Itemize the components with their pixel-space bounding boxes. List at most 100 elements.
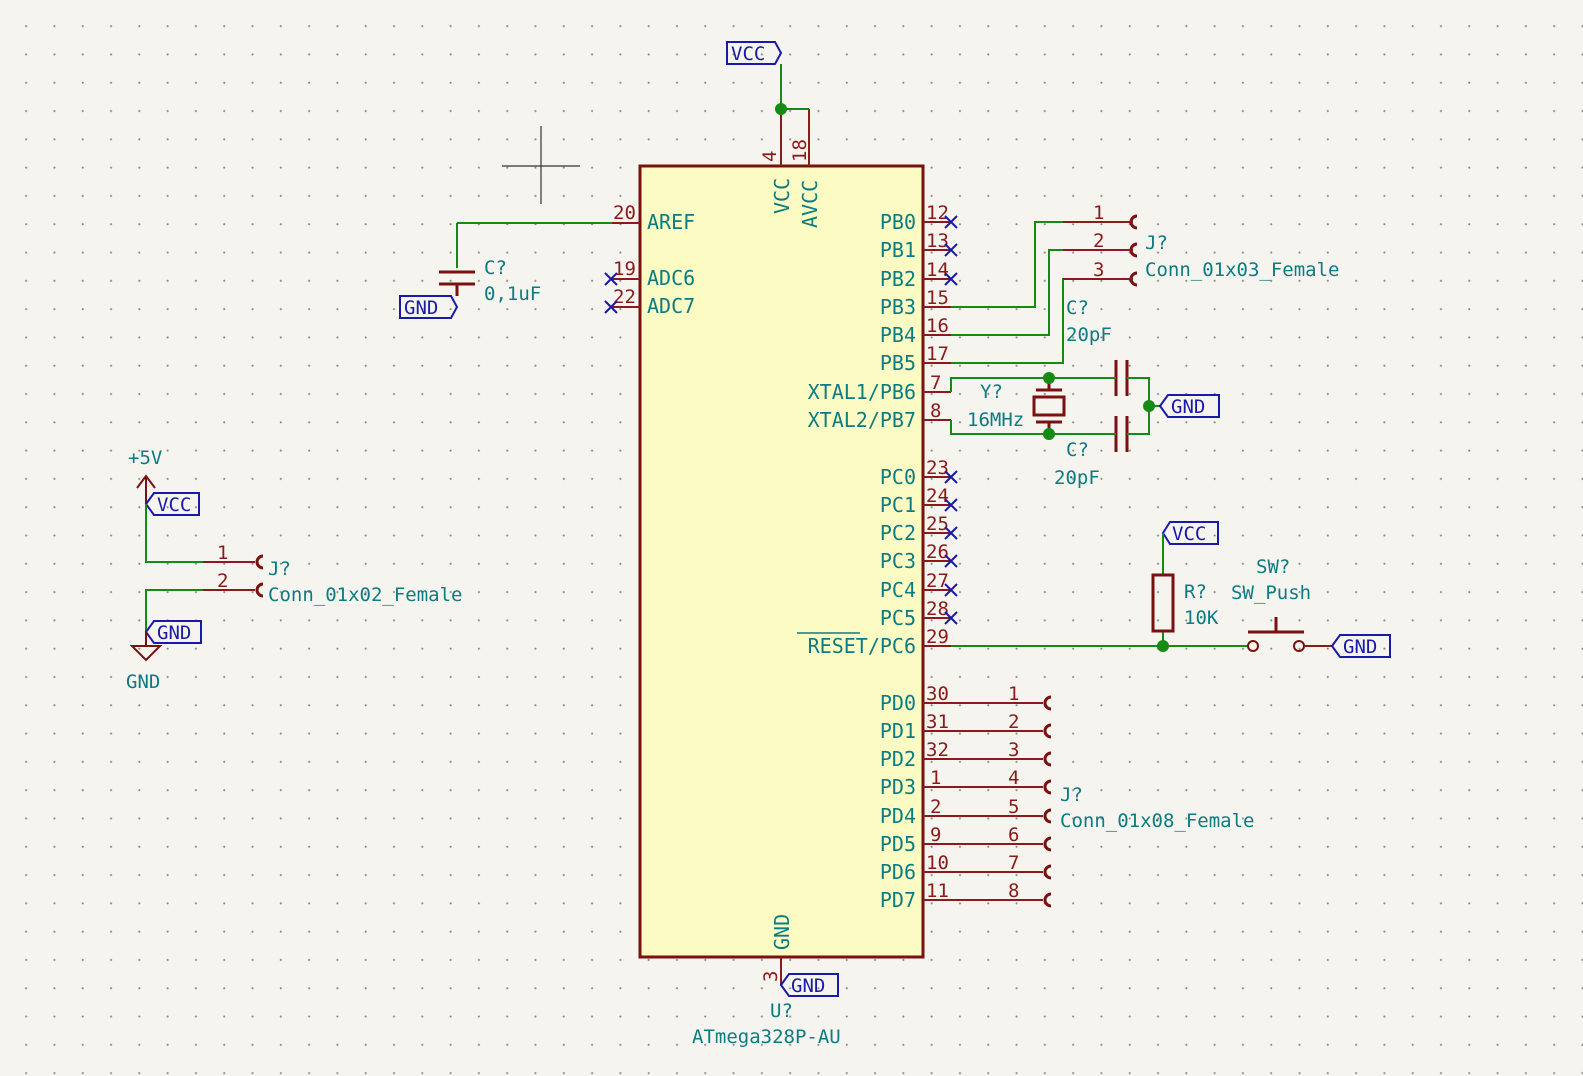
pin-number: 1 bbox=[1008, 683, 1019, 705]
no-connect-icon bbox=[944, 215, 958, 625]
pin-number: 3 bbox=[1008, 739, 1019, 761]
pin-name-gnd: GND bbox=[770, 914, 794, 950]
pin-name-reset: RESET/PC6 bbox=[808, 634, 916, 658]
pin-name-pb1: PB1 bbox=[880, 238, 916, 262]
pin-name-pb3: PB3 bbox=[880, 295, 916, 319]
connector-8pin[interactable] bbox=[951, 695, 1052, 908]
crystal-value: 16MHz bbox=[967, 409, 1024, 431]
pin-name-pc0: PC0 bbox=[880, 465, 916, 489]
connector-2pin[interactable] bbox=[203, 554, 264, 598]
capacitor-aref[interactable] bbox=[439, 270, 475, 296]
conn2-ref: J? bbox=[268, 558, 291, 580]
pin-name-pb4: PB4 bbox=[880, 323, 916, 347]
capacitor-xtal2[interactable] bbox=[1110, 416, 1133, 452]
resistor-ref: R? bbox=[1184, 581, 1207, 603]
svg-text:GND: GND bbox=[791, 975, 825, 997]
push-switch[interactable] bbox=[1247, 617, 1332, 652]
pin-number: 3 bbox=[760, 971, 782, 982]
cap-x1-value: 20pF bbox=[1066, 324, 1112, 346]
pin-number: 29 bbox=[926, 626, 949, 648]
pin-number: 18 bbox=[789, 139, 811, 162]
pin-number: 17 bbox=[926, 343, 949, 365]
pin-name-pd2: PD2 bbox=[880, 747, 916, 771]
svg-text:VCC: VCC bbox=[157, 494, 191, 516]
gnd-label-power[interactable]: GND bbox=[144, 620, 202, 644]
pin-name-pc3: PC3 bbox=[880, 549, 916, 573]
pin-number: 12 bbox=[926, 202, 949, 224]
pin-number: 1 bbox=[217, 542, 228, 564]
mcu-body[interactable] bbox=[638, 164, 925, 959]
pin-number: 28 bbox=[926, 598, 949, 620]
pin-number: 1 bbox=[930, 767, 941, 789]
mcu-left-pins: 20 19 22 AREF ADC6 ADC7 bbox=[604, 202, 695, 318]
vcc-label-top[interactable]: VCC bbox=[726, 41, 783, 65]
pin-number: 7 bbox=[930, 372, 941, 394]
pin-number: 27 bbox=[926, 570, 949, 592]
svg-text:VCC: VCC bbox=[1172, 523, 1206, 545]
vcc-label-reset[interactable]: VCC bbox=[1161, 521, 1219, 545]
junction-dot bbox=[1043, 372, 1055, 384]
gnd-power-label: GND bbox=[126, 671, 160, 693]
wire bbox=[950, 377, 1110, 435]
cap-x2-value: 20pF bbox=[1054, 467, 1100, 489]
pin-number: 19 bbox=[613, 258, 636, 280]
pin-number: 30 bbox=[926, 683, 949, 705]
pin-number: 8 bbox=[1008, 880, 1019, 902]
resistor-10k[interactable] bbox=[1151, 573, 1175, 633]
pin-name-adc7: ADC7 bbox=[647, 294, 695, 318]
pin-number: 20 bbox=[613, 202, 636, 224]
switch-ref: SW? bbox=[1256, 556, 1290, 578]
pin-number: 11 bbox=[926, 880, 949, 902]
vcc-label-power[interactable]: VCC bbox=[144, 492, 200, 516]
gnd-label-reset[interactable]: GND bbox=[1330, 634, 1391, 658]
pin-name-pb2: PB2 bbox=[880, 267, 916, 291]
gnd-label-aref[interactable]: GND bbox=[399, 295, 459, 319]
connector-3pin[interactable] bbox=[1063, 214, 1138, 287]
pin-name-pd7: PD7 bbox=[880, 888, 916, 912]
junction-dot bbox=[1143, 400, 1155, 412]
capacitor-xtal1[interactable] bbox=[1110, 360, 1133, 396]
cap-x2-ref: C? bbox=[1066, 439, 1089, 461]
resistor-value: 10K bbox=[1184, 607, 1219, 629]
ground-symbol-icon bbox=[129, 632, 163, 662]
pin-name-aref: AREF bbox=[647, 210, 695, 234]
svg-text:VCC: VCC bbox=[731, 43, 765, 65]
pin-name-pd6: PD6 bbox=[880, 860, 916, 884]
pin-name-avcc: AVCC bbox=[798, 180, 822, 228]
plus5v-label: +5V bbox=[128, 447, 162, 469]
pin-name-xtal1: XTAL1/PB6 bbox=[808, 380, 916, 404]
crystal-16mhz[interactable] bbox=[1032, 378, 1066, 434]
gnd-label-mcu[interactable]: GND bbox=[779, 973, 839, 997]
conn8-ref: J? bbox=[1060, 784, 1083, 806]
cap-aref-value: 0,1uF bbox=[484, 283, 541, 305]
pin-number: 9 bbox=[930, 824, 941, 846]
pin-number: 6 bbox=[1008, 824, 1019, 846]
pin-name-pd3: PD3 bbox=[880, 775, 916, 799]
pin-name-pd1: PD1 bbox=[880, 719, 916, 743]
mcu-value: ATmega328P-AU bbox=[692, 1026, 841, 1048]
gnd-label-crystal[interactable]: GND bbox=[1158, 394, 1220, 418]
crystal-ref: Y? bbox=[980, 381, 1003, 403]
cursor-crosshair-icon bbox=[502, 126, 580, 204]
pin-number: 16 bbox=[926, 315, 949, 337]
pin-name-pd4: PD4 bbox=[880, 804, 916, 828]
pin-name-pc1: PC1 bbox=[880, 493, 916, 517]
pin-number: 24 bbox=[926, 485, 949, 507]
pin-name-pc4: PC4 bbox=[880, 578, 916, 602]
pin-number: 22 bbox=[613, 286, 636, 308]
pin-name-pb5: PB5 bbox=[880, 351, 916, 375]
junction-dot bbox=[1157, 640, 1169, 652]
no-connect-icon bbox=[604, 272, 618, 314]
pin-name-pd5: PD5 bbox=[880, 832, 916, 856]
pin-number: 14 bbox=[926, 259, 949, 281]
pin-number: 31 bbox=[926, 711, 949, 733]
svg-text:GND: GND bbox=[404, 297, 438, 319]
conn3-value: Conn_01x03_Female bbox=[1145, 259, 1339, 281]
junction-dot bbox=[1043, 428, 1055, 440]
switch-value: SW_Push bbox=[1231, 582, 1311, 604]
pin-number: 1 bbox=[1093, 202, 1104, 224]
power-arrow-icon bbox=[136, 474, 156, 504]
pin-name-pc5: PC5 bbox=[880, 606, 916, 630]
wire bbox=[456, 222, 612, 268]
